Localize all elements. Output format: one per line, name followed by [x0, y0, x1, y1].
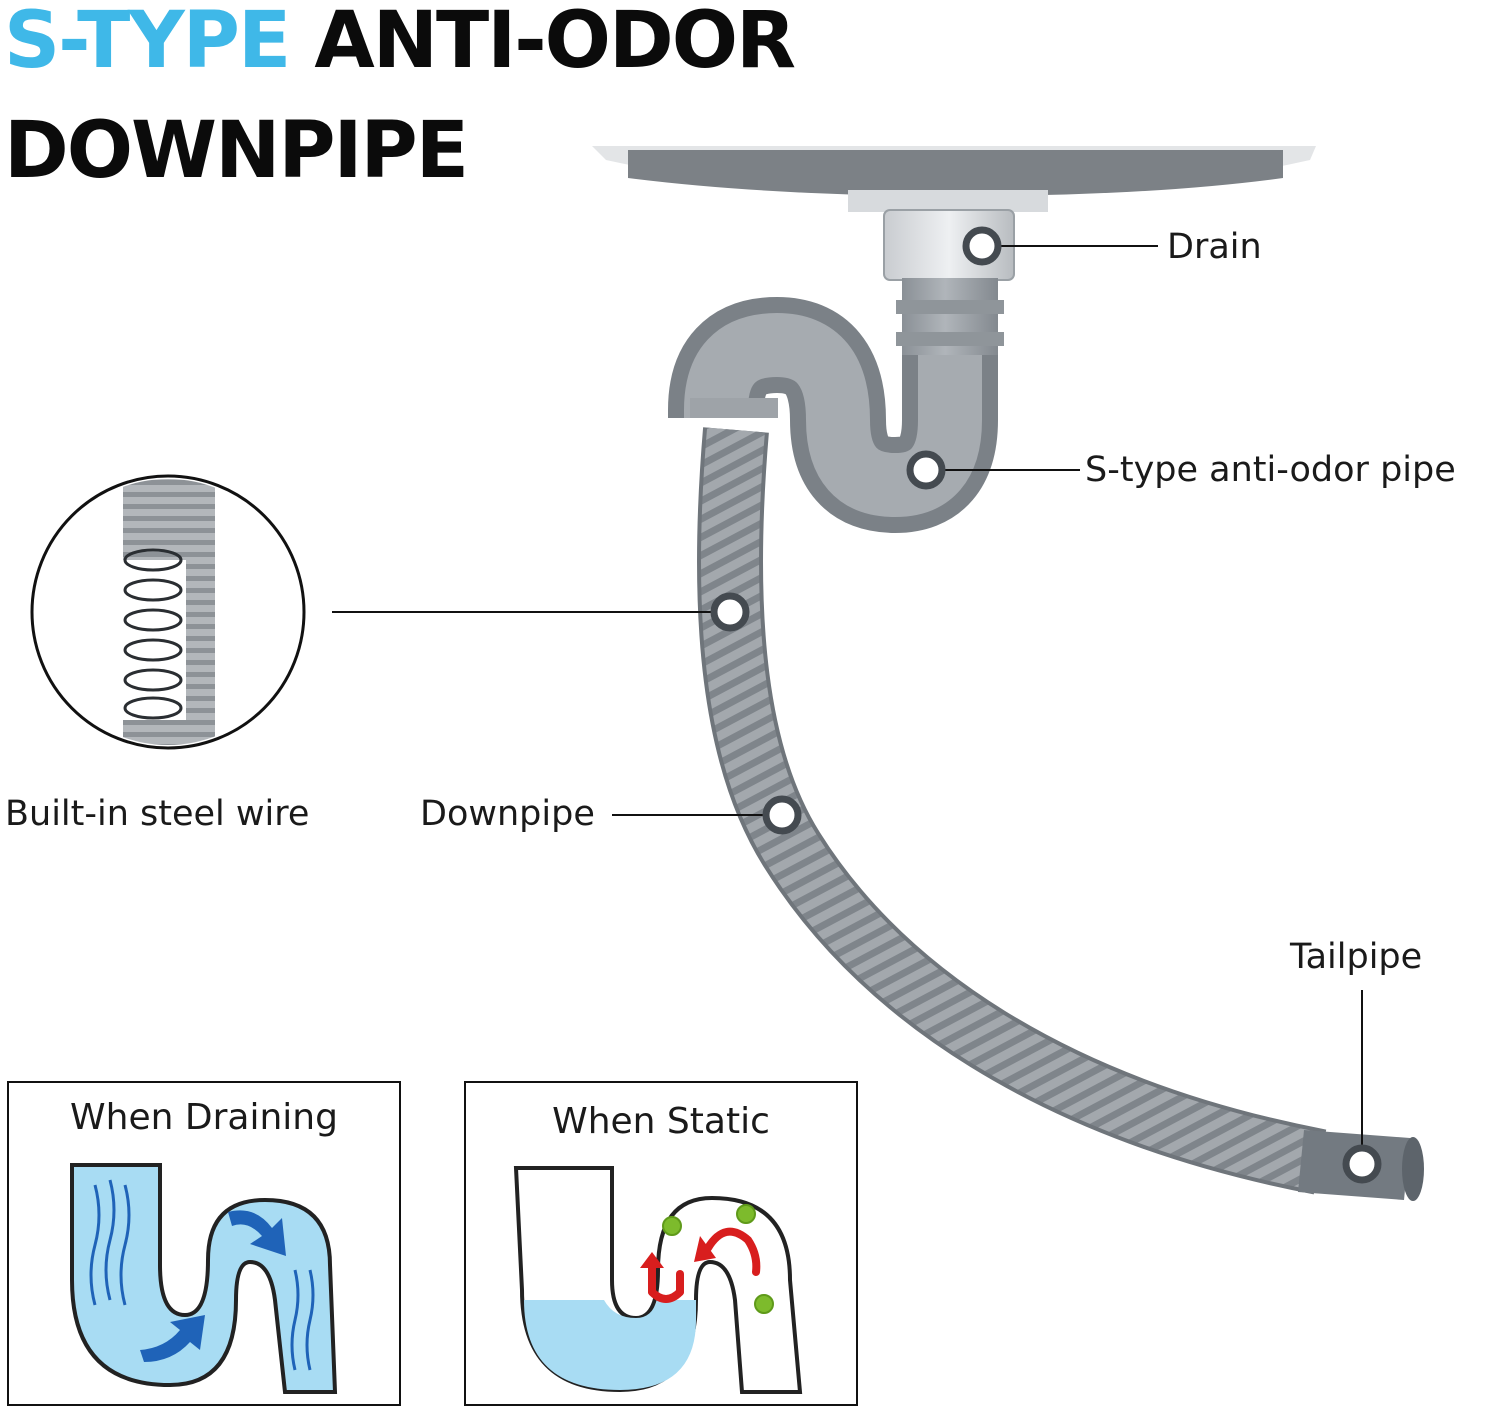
flow-arrow-icon: [140, 1210, 286, 1362]
panel-draining-title: When Draining: [70, 1097, 338, 1138]
steel-spring-icon: [123, 548, 183, 720]
steel-wire-zoom: [30, 474, 306, 750]
s-trap-marker: [906, 450, 946, 490]
label-s-type-pipe: S-type anti-odor pipe: [1085, 450, 1456, 490]
drain-marker: [962, 226, 1002, 266]
title-line-2: DOWNPIPE: [4, 106, 469, 196]
title-rest: ANTI-ODOR: [314, 0, 796, 86]
title-line-1: S-TYPE ANTI-ODOR: [4, 2, 796, 80]
panel-static-title: When Static: [552, 1101, 770, 1142]
drain: [848, 190, 1048, 358]
panel-draining: [7, 1081, 401, 1406]
draining-illustration: [70, 1163, 338, 1394]
corrugated-downpipe: [696, 427, 1327, 1195]
downpipe-marker: [762, 795, 802, 835]
label-steel-wire: Built-in steel wire: [5, 794, 310, 834]
wire-marker: [710, 592, 750, 632]
panel-static: [464, 1081, 858, 1406]
static-illustration: [513, 1166, 803, 1394]
tailpipe-marker: [1342, 1144, 1382, 1184]
sink-basin: [592, 146, 1316, 196]
label-tailpipe: Tailpipe: [1290, 937, 1423, 977]
leader-lines: [332, 245, 1363, 1164]
callout-markers: [710, 226, 1382, 1184]
germ-icon: [662, 1204, 774, 1314]
title-accent: S-TYPE: [4, 0, 291, 86]
return-arrow-icon: [648, 1227, 761, 1303]
label-downpipe: Downpipe: [420, 794, 595, 834]
label-drain: Drain: [1167, 227, 1262, 267]
